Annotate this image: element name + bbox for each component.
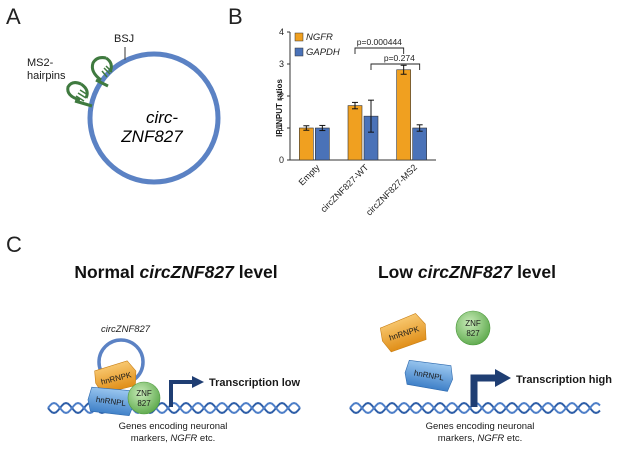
y-tick-label: 3 xyxy=(279,59,284,69)
genes-label-right-1: Genes encoding neuronal xyxy=(426,421,535,432)
znf-label-left-2: 827 xyxy=(137,399,151,408)
dna-strand xyxy=(349,401,601,415)
arrowhead-low-icon xyxy=(192,376,204,388)
panel-b: B IP/INPUT ratios 0 1 2 3 4EmptycircZNF827-W… xyxy=(228,4,436,218)
hnrnpl-protein-right: hnRNPL xyxy=(404,360,453,392)
hnrnpk-protein-left: hnRNPK xyxy=(94,360,137,395)
y-tick-label: 0 xyxy=(279,155,284,165)
normal-heading-post: level xyxy=(234,262,278,282)
znf827-protein-right: ZNF 827 xyxy=(455,310,491,346)
low-heading-pre: Low xyxy=(378,262,418,282)
y-tick-label: 1 xyxy=(279,123,284,133)
normal-heading-em: circZNF827 xyxy=(140,262,236,282)
genes-pre: markers, xyxy=(438,433,478,444)
genes-label-left-1: Genes encoding neuronal xyxy=(119,421,228,432)
ms2-hairpin-icon xyxy=(90,56,113,88)
znf-label-right-2: 827 xyxy=(466,329,480,338)
panel-c-letter: C xyxy=(6,232,22,257)
bar-gapdh xyxy=(315,127,330,161)
transcription-high-label: Transcription high xyxy=(516,374,612,386)
panel-c: C Normal circZNF827 level Low circZNF827… xyxy=(6,232,612,444)
circular-rna xyxy=(87,51,221,185)
genes-label-right-2: markers, NGFR etc. xyxy=(438,433,522,444)
bar-gapdh xyxy=(412,127,427,161)
hnrnpk-protein-right: hnRNPK xyxy=(379,313,427,353)
ms2-hairpin-icon xyxy=(66,81,93,108)
panel-a: A BSJ circ- ZNF827 MS2- hairpins xyxy=(6,4,221,185)
panel-a-letter: A xyxy=(6,4,21,29)
znf-label-left-1: ZNF xyxy=(136,389,152,398)
arrowhead-high-icon xyxy=(495,369,511,387)
normal-level-heading: Normal circZNF827 level xyxy=(74,262,277,282)
significance-bracket xyxy=(354,47,405,54)
legend-swatch xyxy=(294,32,304,42)
circ-name-line1: circ- xyxy=(146,108,178,127)
bsj-label: BSJ xyxy=(114,33,134,45)
transcription-arrow-high-icon xyxy=(470,374,498,407)
bar-ngfr xyxy=(299,127,314,161)
genes-em: NGFR xyxy=(170,433,197,444)
genes-post: etc. xyxy=(504,433,522,444)
pvalue-label: p=0.274 xyxy=(384,53,415,63)
low-level-heading: Low circZNF827 level xyxy=(378,262,556,282)
pvalue-label: p=0.000444 xyxy=(357,37,402,47)
low-heading-em: circZNF827 xyxy=(418,262,514,282)
bar-ngfr xyxy=(396,69,411,161)
znf-label-right-1: ZNF xyxy=(465,319,481,328)
significance-bracket xyxy=(370,63,421,70)
legend-label: GAPDH xyxy=(306,47,340,58)
circ-name-line2: ZNF827 xyxy=(120,127,183,146)
normal-heading-pre: Normal xyxy=(74,262,139,282)
bar-ngfr xyxy=(347,105,363,161)
genes-post: etc. xyxy=(197,433,215,444)
transcription-low-label: Transcription low xyxy=(209,377,301,389)
chart-y-axis-label: IP/INPUT ratios xyxy=(275,79,284,137)
y-tick-label: 2 xyxy=(279,91,284,101)
legend-label: NGFR xyxy=(306,32,333,43)
transcription-arrow-low-icon xyxy=(169,380,194,407)
x-tick-label: Empty xyxy=(297,162,322,187)
ms2-label-line2: hairpins xyxy=(27,70,66,82)
low-heading-post: level xyxy=(512,262,556,282)
x-tick-label: circZNF827-MS2 xyxy=(364,162,419,217)
hnrnpl-protein-left: hnRNPL xyxy=(87,386,135,416)
x-tick-label: circZNF827-WT xyxy=(318,162,370,214)
ms2-label-line1: MS2- xyxy=(27,57,54,69)
genes-label-left-2: markers, NGFR etc. xyxy=(131,433,215,444)
circ-tag-label: circZNF827 xyxy=(101,324,151,335)
dna-helix-left xyxy=(47,401,301,415)
legend-swatch xyxy=(294,47,304,57)
znf827-protein-left: ZNF 827 xyxy=(127,381,161,415)
genes-em: NGFR xyxy=(477,433,504,444)
panel-b-letter: B xyxy=(228,4,243,29)
y-tick-label: 4 xyxy=(279,27,284,37)
hnrnpl-label-left: hnRNPL xyxy=(95,395,127,408)
dna-strand xyxy=(47,401,301,415)
genes-pre: markers, xyxy=(131,433,171,444)
